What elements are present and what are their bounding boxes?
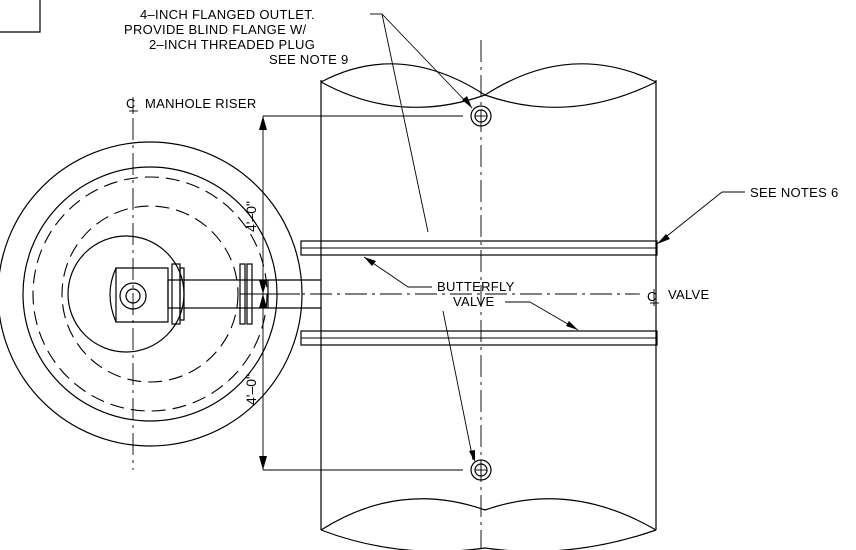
valve-operator <box>109 263 321 325</box>
upper-dimension-label: 4'–0" <box>243 201 259 232</box>
see-notes-label: SEE NOTES 6 <box>750 185 839 200</box>
lower-dimension-label: 4'–0" <box>243 374 259 405</box>
main-pipe <box>320 63 657 550</box>
outlet-note-line-1: 4–INCH FLANGED OUTLET. <box>140 7 315 22</box>
dimension-lines <box>256 115 463 471</box>
upper-valve-flange <box>300 240 658 256</box>
centerline-symbol-manhole: C <box>126 96 138 114</box>
manhole-riser-label: MANHOLE RISER <box>145 96 257 111</box>
leader-lines <box>363 13 745 462</box>
svg-text:C: C <box>647 289 657 304</box>
valve-centerline-label: VALVE <box>668 287 710 302</box>
outlet-note-line-2: PROVIDE BLIND FLANGE W/ <box>124 22 307 37</box>
lower-valve-flange <box>300 330 658 346</box>
bottom-flanged-outlet <box>470 459 492 481</box>
butterfly-valve-line-2: VALVE <box>453 294 495 309</box>
butterfly-valve-line-1: BUTTERFLY <box>437 279 515 294</box>
outlet-note-line-3: 2–INCH THREADED PLUG <box>149 37 315 52</box>
svg-text:C: C <box>126 96 136 111</box>
centerline-symbol-valve: C <box>647 289 659 306</box>
top-flanged-outlet <box>470 105 492 127</box>
outlet-note-line-4: SEE NOTE 9 <box>269 52 349 67</box>
title-block-corner <box>0 0 41 33</box>
